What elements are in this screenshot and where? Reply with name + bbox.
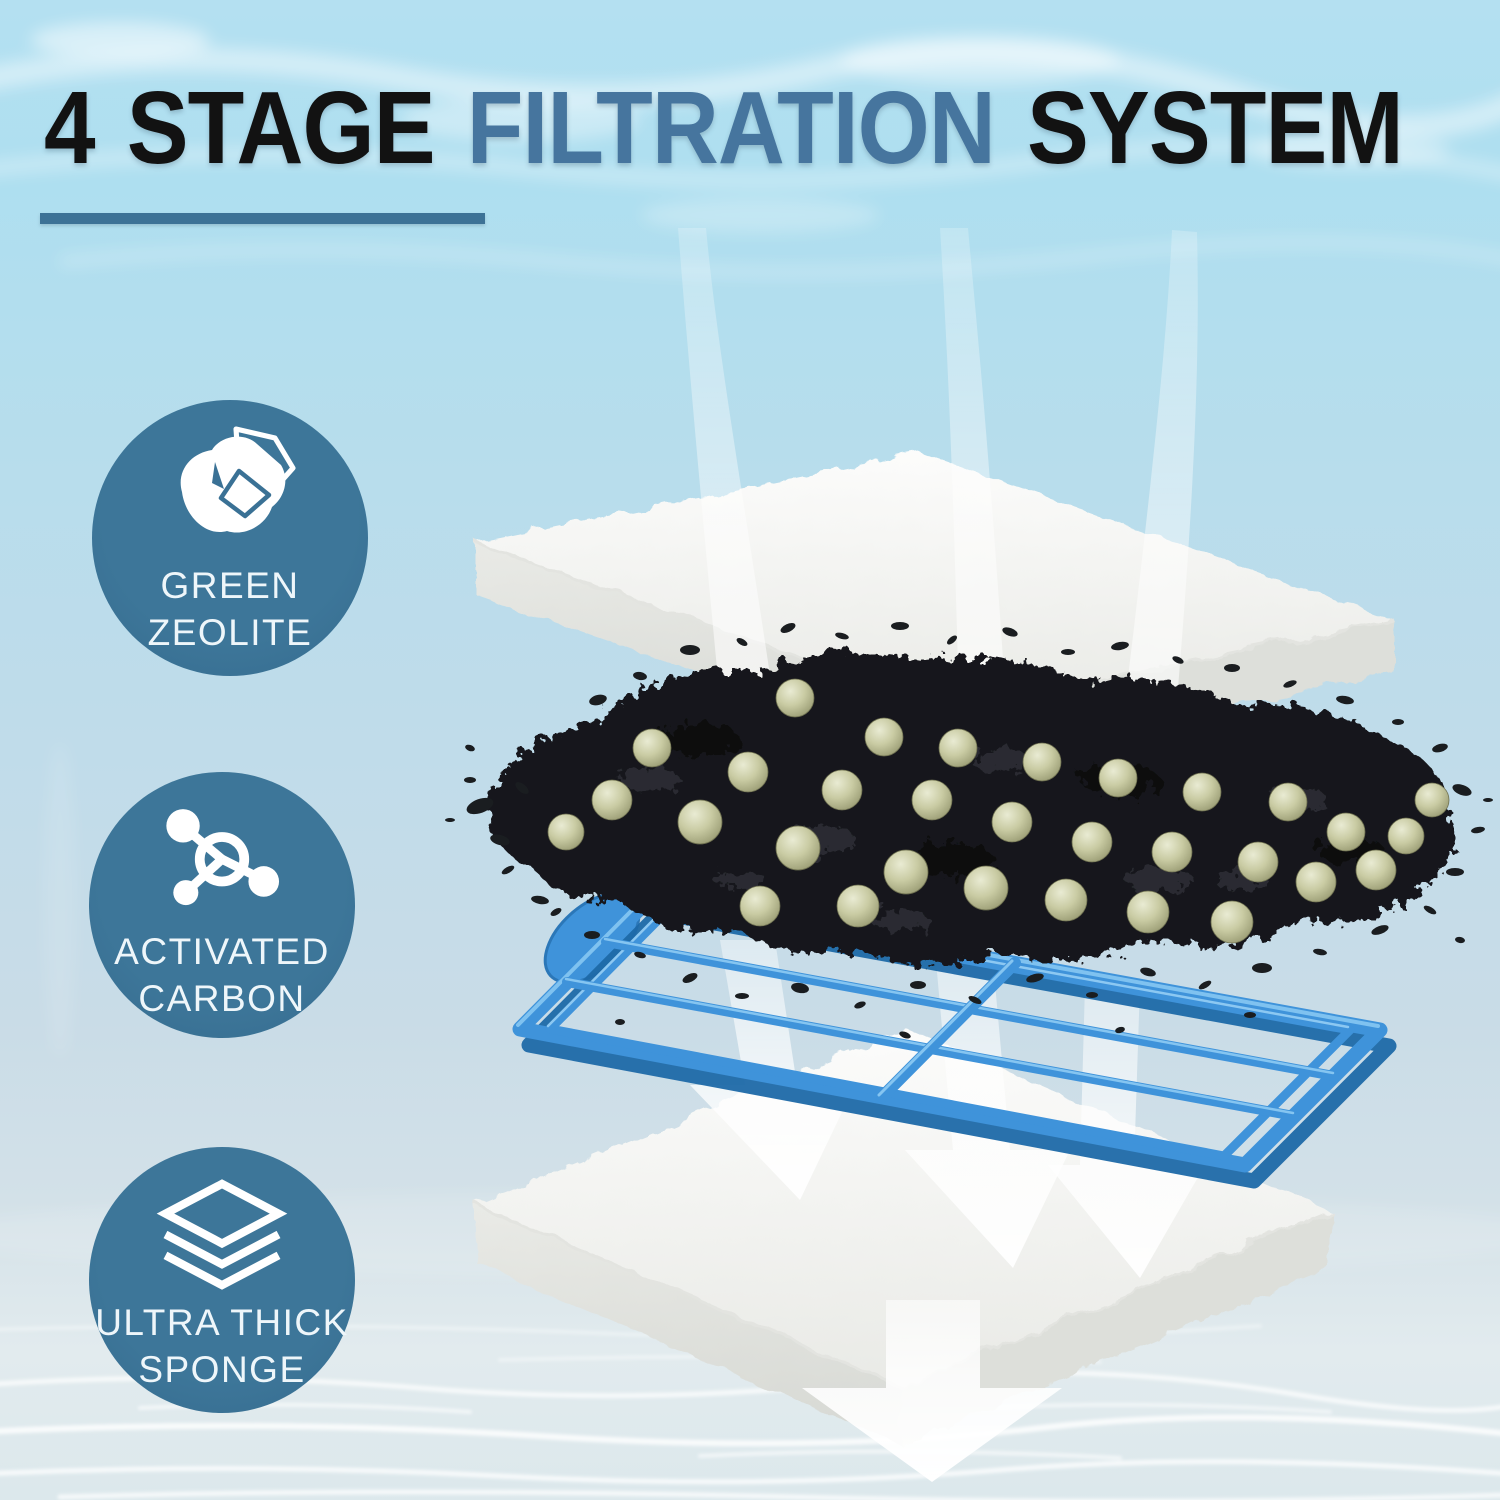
layers-icon [147, 1173, 297, 1299]
zeolite-ball [1237, 841, 1279, 883]
title-part-black-1: 4 STAGE [44, 70, 436, 185]
zeolite-ball [591, 779, 633, 821]
zeolite-ball [1022, 742, 1062, 782]
stage-label-line1: ACTIVATED [114, 931, 330, 972]
zeolite-ball [677, 799, 723, 845]
zeolite-ball [1044, 878, 1088, 922]
zeolite-ball [1295, 861, 1337, 903]
carbon-zeolite-layer [445, 622, 1493, 1039]
zeolite-ball [1182, 772, 1222, 812]
zeolite-ball [1387, 817, 1425, 855]
title-part-blue: FILTRATION [466, 70, 996, 185]
zeolite-ball [821, 769, 863, 811]
title-underline [40, 213, 485, 224]
outflow-arrow [802, 1300, 1062, 1482]
zeolite-ball [547, 813, 585, 851]
zeolite-ball [775, 678, 815, 718]
water-caustics-top [0, 22, 1500, 1280]
zeolite-ball [1151, 831, 1193, 873]
zeolite-ball [864, 717, 904, 757]
zeolite-ball [991, 801, 1033, 843]
stage-label-line2: SPONGE [138, 1349, 306, 1390]
zeolite-ball [1071, 821, 1113, 863]
stage-label-line1: GREEN [160, 565, 300, 606]
zeolite-ball [1210, 900, 1254, 944]
sponge-left-front-face [476, 1205, 901, 1445]
page-title: 4 STAGE FILTRATION SYSTEM [44, 76, 1404, 179]
zeolite-ball [632, 728, 672, 768]
zeolite-ball [938, 728, 978, 768]
bottom-sponge-layer [475, 1028, 1331, 1445]
water-flow-arrow [1048, 985, 1205, 1278]
zeolite-rock-icon [155, 422, 305, 562]
zeolite-ball [1268, 782, 1308, 822]
carbon-granule-scatter [445, 622, 1493, 1039]
zeolite-ball [739, 885, 781, 927]
zeolite-ball [1126, 890, 1170, 934]
molecule-icon [152, 796, 292, 928]
zeolite-balls [547, 678, 1450, 944]
frame-center-divider [876, 957, 1021, 1103]
sponge-right-front-face [901, 1210, 1330, 1445]
zeolite-ball [883, 849, 929, 895]
stage-label-line2: ZEOLITE [147, 612, 313, 653]
zeolite-ball [963, 865, 1009, 911]
stage-badge-activated-carbon: ACTIVATED CARBON [89, 772, 355, 1038]
stage-badge-green-zeolite: GREEN ZEOLITE [92, 400, 368, 676]
zeolite-ball [911, 779, 953, 821]
zeolite-ball [775, 825, 821, 871]
zeolite-ball [727, 751, 769, 793]
zeolite-ball [1326, 812, 1366, 852]
zeolite-ball [1098, 758, 1138, 798]
stage-label-line2: CARBON [138, 978, 306, 1019]
stage-label-line1: ULTRA THICK [95, 1302, 349, 1343]
zeolite-ball [1355, 849, 1397, 891]
zeolite-ball [1414, 782, 1450, 818]
zeolite-ball [836, 884, 880, 928]
title-part-black-2: SYSTEM [1026, 70, 1404, 185]
stage-badge-ultra-thick-sponge: ULTRA THICK SPONGE [89, 1147, 355, 1413]
